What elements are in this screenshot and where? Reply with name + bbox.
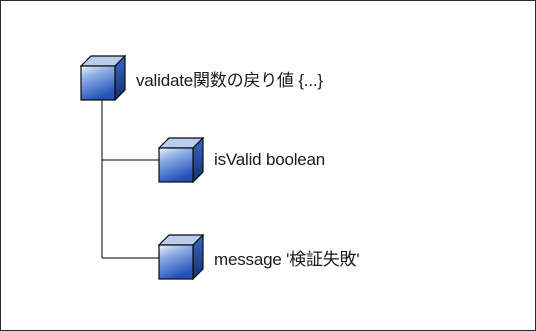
- tree-node-root-label: validate関数の戻り値 {...}: [136, 70, 323, 90]
- tree-node-isvalid-label: isValid boolean: [214, 150, 326, 169]
- tree-node-message-label: message '検証失敗': [214, 249, 360, 269]
- cube-icon: [158, 137, 204, 183]
- tree-node-isvalid[interactable]: isValid boolean: [158, 137, 325, 183]
- tree-node-message[interactable]: message '検証失敗': [158, 234, 360, 280]
- cube-icon: [158, 234, 204, 280]
- cube-icon: [80, 55, 126, 101]
- tree-node-root[interactable]: validate関数の戻り値 {...}: [80, 55, 323, 101]
